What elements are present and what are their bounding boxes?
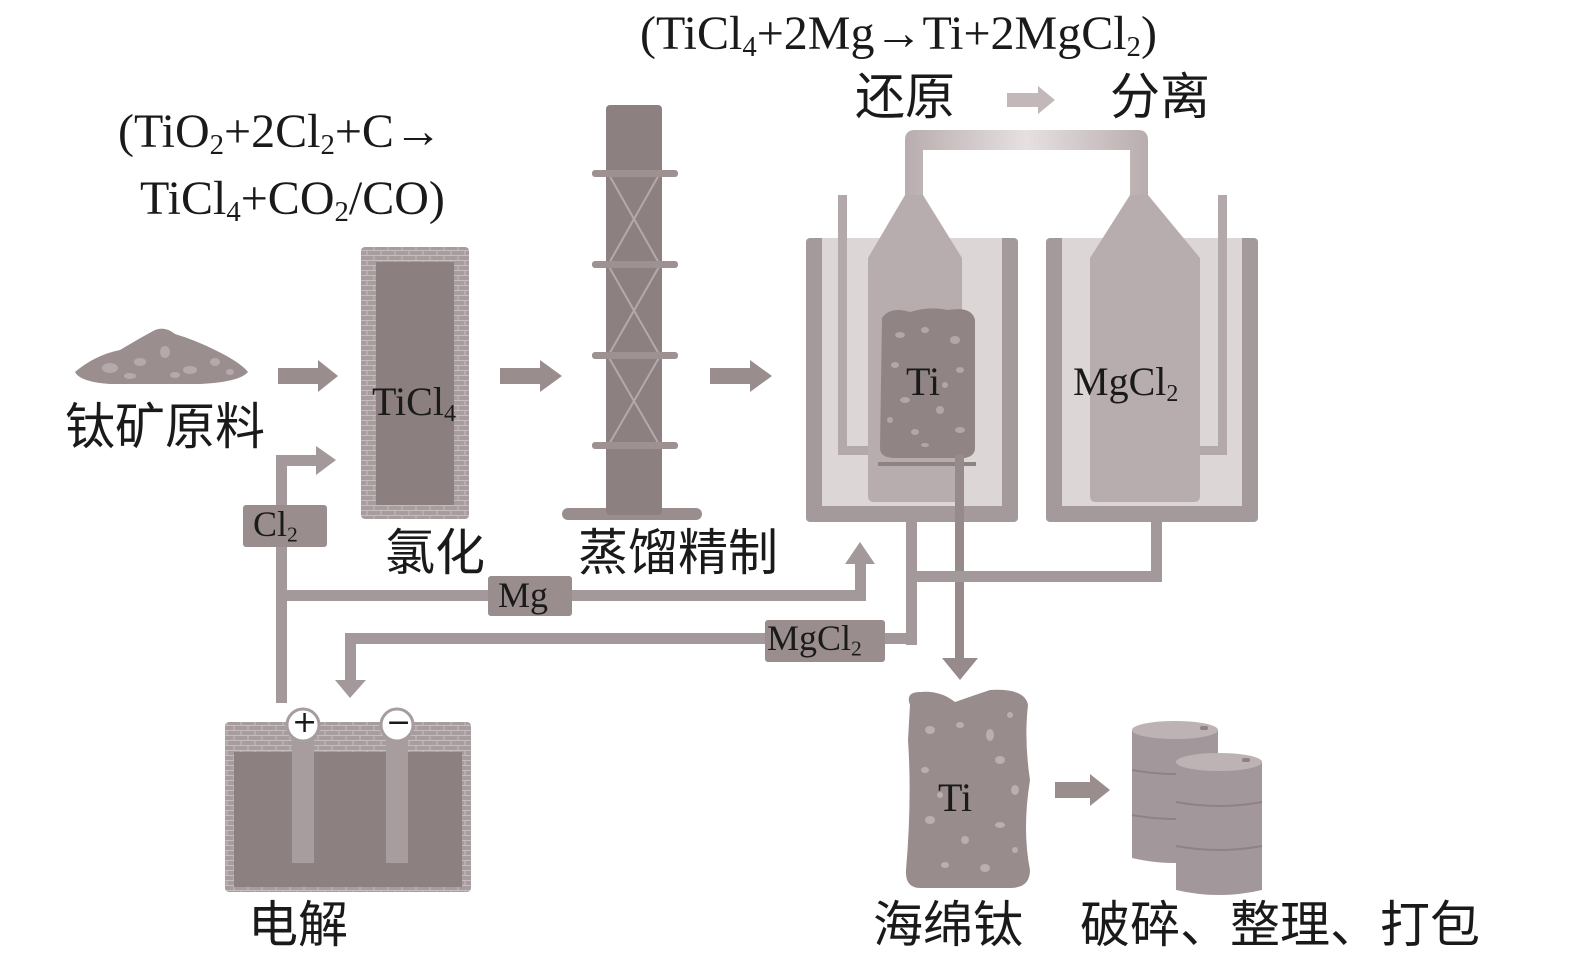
stage-label-sponge: 海绵钛 [873, 896, 1023, 954]
chlorination-furnace [361, 247, 469, 519]
stage-label-separation: 分离 [1110, 68, 1210, 126]
reactor-connecting-pipe [905, 130, 1148, 195]
electrolysis-cell [225, 707, 471, 892]
anode-sign: + [292, 705, 318, 740]
stage-label-ore: 钛矿原料 [65, 398, 265, 456]
mg-pipe-label: Mg [498, 575, 549, 615]
ti-reactor-label: Ti [906, 359, 941, 404]
ore-pile [75, 328, 248, 384]
separation-vessel [1046, 195, 1258, 522]
cl2-label-box [243, 505, 327, 547]
cl2-pipe-label: Cl2 [253, 504, 298, 547]
mgcl2-label-box [765, 620, 885, 662]
mgcl2-vessel-label: MgCl2 [1073, 359, 1179, 407]
reduction-formula: (TiCl4+2Mg→Ti+2MgCl2) [640, 7, 1157, 64]
reduction-reactor [806, 195, 1018, 660]
arrow-ore-to-chlorination [278, 360, 338, 392]
ti-sponge-label: Ti [938, 775, 973, 820]
mg-label-box [488, 576, 572, 616]
stage-label-chlorination: 氯化 [385, 524, 485, 582]
stage-label-packing: 破碎、整理、打包 [1080, 896, 1480, 954]
sponge-titanium [905, 689, 1030, 888]
chlorination-formula-line2: TiCl4+CO2/CO) [140, 172, 445, 229]
ticl4-label: TiCl4 [372, 379, 456, 427]
packing-barrels [1131, 721, 1263, 895]
mgcl2-pipe-label: MgCl2 [767, 618, 862, 661]
stage-label-distillation: 蒸馏精制 [578, 524, 778, 582]
arrow-reduction-to-separation [1007, 86, 1055, 114]
stage-label-reduction: 还原 [855, 68, 955, 126]
arrow-sponge-to-packing [1055, 774, 1110, 806]
stage-label-electrolysis: 电解 [248, 896, 348, 954]
distillation-column [562, 105, 702, 520]
cathode-terminal [379, 707, 415, 743]
arrow-distillation-to-reduction [710, 360, 772, 392]
arrow-chlorination-to-distillation [500, 360, 562, 392]
chlorination-formula-line1: (TiO2+2Cl2+C→ [118, 105, 442, 162]
anode-terminal [285, 707, 321, 743]
cathode-sign: − [386, 705, 412, 740]
